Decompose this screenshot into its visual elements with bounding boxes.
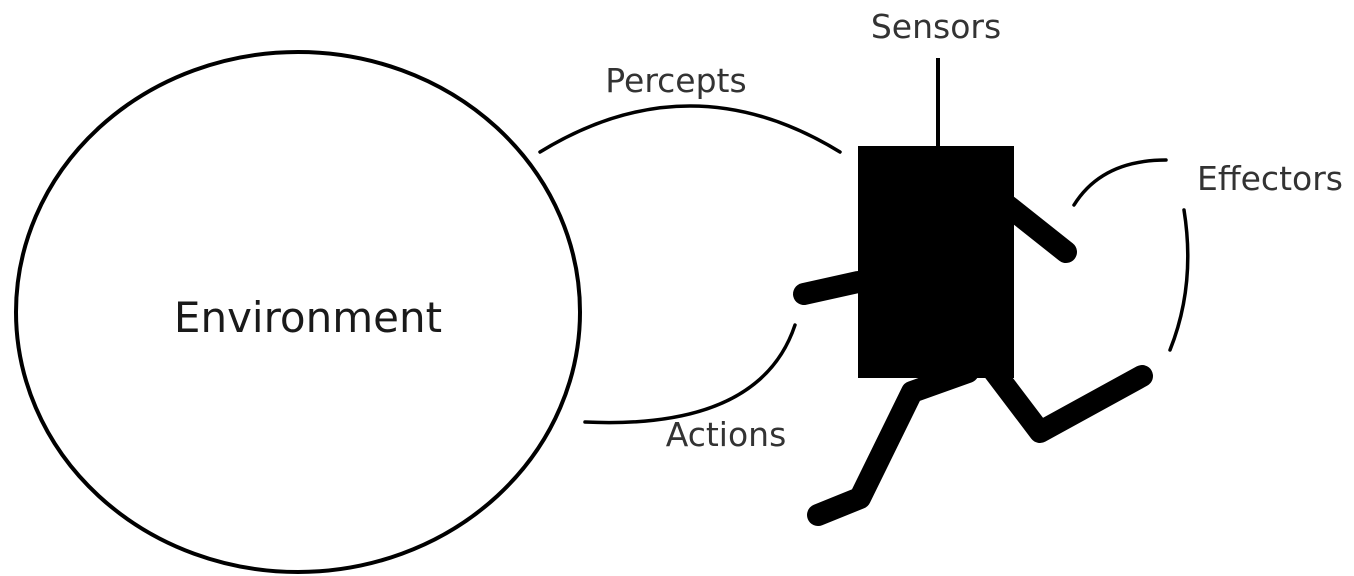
percepts-arc: [538, 104, 842, 154]
agent-left-arm: [793, 271, 869, 305]
agent-left-leg: [807, 361, 979, 526]
effectors-connector: Effectors: [1072, 158, 1343, 352]
effectors-label: Effectors: [1197, 159, 1343, 198]
actions-label: Actions: [666, 415, 787, 454]
environment-label: Environment: [174, 293, 442, 342]
actions-connector: Actions: [583, 323, 797, 454]
sensors-label: Sensors: [871, 7, 1001, 46]
percepts-label: Percepts: [605, 61, 746, 100]
percepts-connector: Percepts: [538, 61, 842, 154]
environment-circle: [14, 50, 582, 574]
sensors-group: Sensors: [871, 7, 1001, 148]
environment-node: Environment: [14, 50, 582, 574]
agent-right-leg: [979, 355, 1153, 443]
actions-arc: [583, 323, 797, 425]
effectors-arc-lower: [1168, 208, 1190, 352]
agent-right-arm: [997, 195, 1077, 263]
agent-figure: [793, 146, 1153, 526]
effectors-arc-upper: [1072, 158, 1168, 207]
agent-body: [858, 146, 1014, 378]
